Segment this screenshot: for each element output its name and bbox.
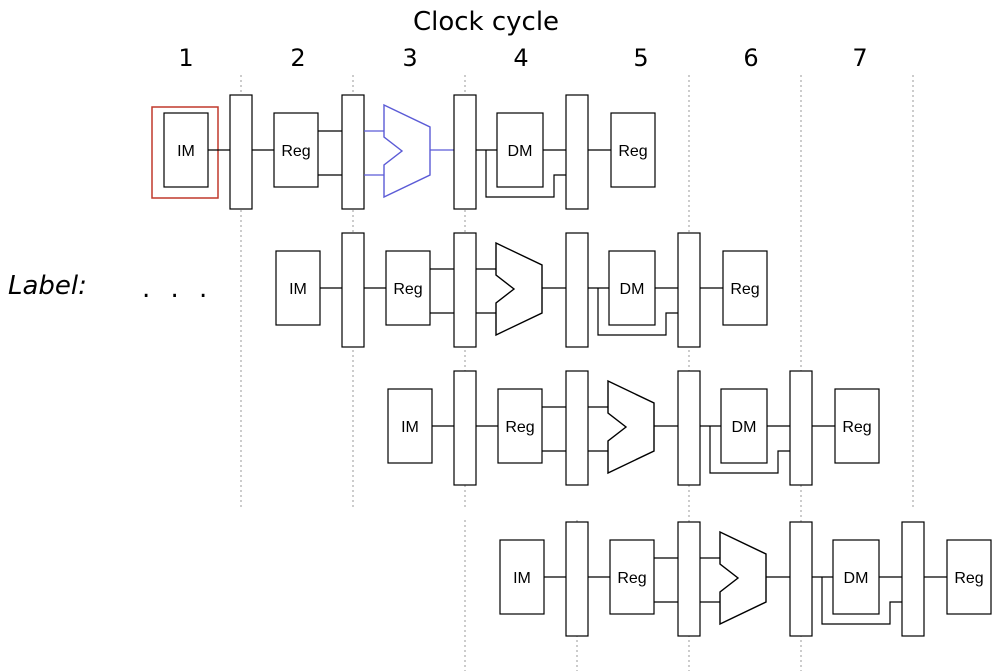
alu [607, 379, 655, 475]
pipeline-register [677, 232, 701, 348]
writeback-reg-box-label: Reg [618, 143, 647, 160]
pipeline-register [565, 94, 589, 210]
dm-box [832, 539, 880, 615]
pipeline-register [789, 370, 813, 486]
diagram-title: Clock cycle [413, 7, 559, 37]
cycle-label: 7 [852, 44, 867, 72]
writeback-reg-box [834, 388, 880, 464]
cycle-label: 5 [633, 44, 648, 72]
writeback-reg-box-label: Reg [954, 570, 983, 587]
reg-box [497, 388, 543, 464]
dm-box-label: DM [620, 281, 645, 298]
pipeline-register [229, 94, 253, 210]
reg-box-label: Reg [505, 419, 534, 436]
instruction-row: IM Reg DM Reg [387, 370, 880, 486]
dm-box [608, 250, 656, 326]
dm-box-label: DM [844, 570, 869, 587]
reg-box [385, 250, 431, 326]
cycle-label: 3 [402, 44, 417, 72]
pipeline-register [453, 370, 477, 486]
pipeline-register [901, 521, 925, 637]
dm-box-label: DM [508, 143, 533, 160]
writeback-reg-box [722, 250, 768, 326]
instruction-row: IM Reg DM Reg [151, 94, 656, 210]
pipeline-register [341, 232, 365, 348]
pipeline-register [677, 521, 701, 637]
reg-box-label: Reg [281, 143, 310, 160]
im-box [499, 539, 545, 615]
im-box-label: IM [177, 143, 195, 160]
writeback-reg-box [610, 112, 656, 188]
reg-box-label: Reg [617, 570, 646, 587]
writeback-reg-box-label: Reg [842, 419, 871, 436]
pipeline-register [565, 232, 589, 348]
pipeline-register [565, 521, 589, 637]
alu [495, 241, 543, 337]
alu [719, 530, 767, 626]
dm-bypass-wire [709, 426, 790, 474]
dm-box-label: DM [732, 419, 757, 436]
writeback-reg-box [946, 539, 992, 615]
pipeline-register [341, 94, 365, 210]
alu [383, 103, 431, 199]
cycle-label: 1 [178, 44, 193, 72]
im-box-label: IM [401, 419, 419, 436]
writeback-reg-box-label: Reg [730, 281, 759, 298]
instruction-row: IM Reg DM Reg [275, 232, 768, 348]
reg-box-label: Reg [393, 281, 422, 298]
dm-box [720, 388, 768, 464]
im-box-label: IM [513, 570, 531, 587]
reg-box [609, 539, 655, 615]
pipeline-register [453, 94, 477, 210]
pipeline-register [565, 370, 589, 486]
cycle-labels: 1 2 3 4 5 6 7 [178, 44, 867, 72]
dm-bypass-wire [821, 577, 902, 625]
pipeline-register [789, 521, 813, 637]
dm-box [496, 112, 544, 188]
row-label-ellipsis: . . . [142, 274, 213, 304]
instruction-row: IM Reg DM Reg [499, 521, 992, 637]
pipeline-register [677, 370, 701, 486]
im-highlight [151, 106, 219, 199]
cycle-label: 6 [743, 44, 758, 72]
dm-bypass-wire [597, 288, 678, 336]
im-box-label: IM [289, 281, 307, 298]
dm-bypass-wire [485, 150, 566, 198]
reg-box [273, 112, 319, 188]
pipeline-register [453, 232, 477, 348]
cycle-label: 2 [290, 44, 305, 72]
row-label: Label: [8, 271, 87, 301]
cycle-label: 4 [513, 44, 528, 72]
im-box [275, 250, 321, 326]
